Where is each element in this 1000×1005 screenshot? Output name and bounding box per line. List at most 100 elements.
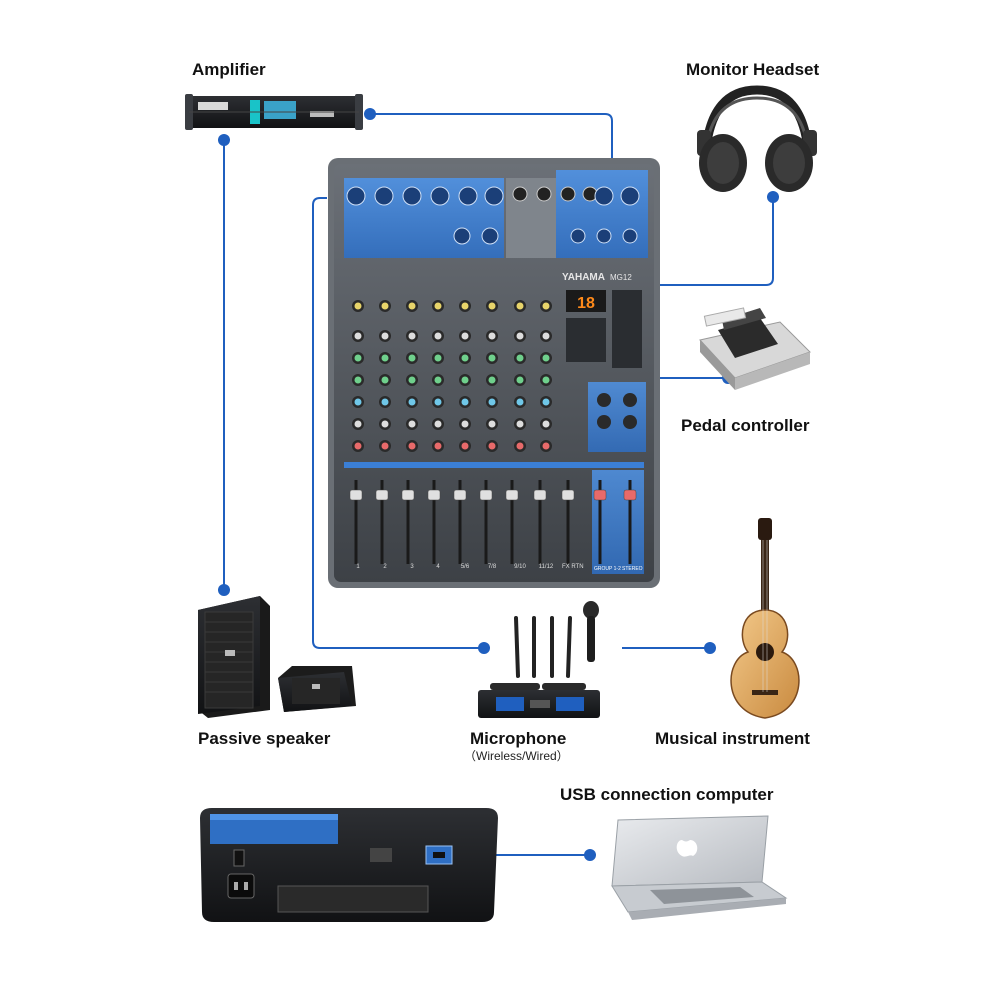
mixer-knob-cap [434,332,442,340]
mixer-knob-cap [488,354,496,362]
fader-cap [427,489,441,501]
mixer-knob-cap [516,354,524,362]
input-jack [596,228,612,244]
headphones-icon [697,85,817,192]
mixer-knob-cap [354,420,362,428]
mixer-knob-cap [381,398,389,406]
dot-headset [767,191,779,203]
mixer-knob-cap [381,420,389,428]
mixer-knob-cap [354,332,362,340]
mixer-knob-cap [408,302,416,310]
fader-track [628,480,632,564]
fader-cap [479,489,493,501]
dot-amplifier-right [364,108,376,120]
input-jack [622,228,638,244]
power-socket [227,873,255,899]
mixer-knob-cap [381,302,389,310]
mixer-knob-cap [434,354,442,362]
fader-track [598,480,602,564]
label-passive-speaker: Passive speaker [198,729,331,748]
fader-track [406,480,410,564]
mixer-knob [597,393,611,407]
input-jack [594,186,614,206]
mixer-knob-cap [542,332,550,340]
mixer-knob-cap [354,354,362,362]
mixer-knob-cap [408,332,416,340]
fader-track [380,480,384,564]
label-usb-connection: USB connection computer [560,785,774,804]
dot-microphone [478,642,490,654]
mixer-knob-cap [408,376,416,384]
input-jack [374,186,394,206]
mixer-knob-cap [488,302,496,310]
laptop-icon [611,815,788,920]
channel-number: 2 [383,564,387,570]
mixer-knob-cap [381,442,389,450]
mixer-knob-cap [488,332,496,340]
mixer-knob-cap [516,420,524,428]
label-amplifier: Amplifier [192,60,266,79]
label-pedal-controller: Pedal controller [681,416,810,435]
fader-cap [453,489,467,501]
channel-number: 4 [436,564,440,570]
mixer-knob-cap [488,442,496,450]
mixer-display-value: 18 [577,295,595,312]
fader-track [510,480,514,564]
fader-cap [401,489,415,501]
mixer-knob-cap [434,442,442,450]
mixer-display [566,290,606,312]
mixer-knob-cap [381,332,389,340]
mixer-knob-cap [434,420,442,428]
mixer-knob-cap [461,354,469,362]
line-mixer-to-microphone [312,197,484,649]
input-jack [402,186,422,206]
dot-amplifier-bottom [218,134,230,146]
fader-track [538,480,542,564]
input-jack [536,186,552,202]
mixer-knob-cap [354,442,362,450]
mixer-knob-cap [542,376,550,384]
amplifier-icon [185,94,363,130]
mixer-knob-cap [542,420,550,428]
mixer-knob-cap [488,398,496,406]
line-headset-to-mixer [590,197,774,286]
mixer-input-jacks [346,186,640,245]
mixer-knob-cap [461,376,469,384]
mixer-knob-cap [488,376,496,384]
mixer-knob-cap [516,376,524,384]
mixer-knob-cap [516,442,524,450]
mixer-knob-cap [354,376,362,384]
label-microphone-sub: （Wireless/Wired） [464,749,569,763]
mixer-faders [349,480,637,564]
mixer-brand: YAHAMA [562,272,605,283]
input-jack [560,186,576,202]
line-amplifier-to-mixer [370,113,613,175]
channel-number: 5/6 [461,564,470,570]
pedal-icon [699,307,811,390]
mixer-knob-cap [408,398,416,406]
mixer-knob-cap [408,420,416,428]
mixer-input-panel [344,178,504,258]
fader-cap [533,489,547,501]
mixer-knob-cap [434,376,442,384]
fader-track [484,480,488,564]
mixer-knob-cap [516,398,524,406]
mixer-model: MG12 [610,273,632,282]
fader-cap [375,489,389,501]
fader-track [566,480,570,564]
label-microphone: Microphone [470,729,567,748]
label-musical-instrument: Musical instrument [655,729,810,748]
mixer-knob-cap [542,398,550,406]
mixer-knob-cap [461,420,469,428]
mixer-knob-cap [461,398,469,406]
dot-computer [584,849,596,861]
mixer-knob-cap [408,442,416,450]
fader-cap [505,489,519,501]
input-jack [512,186,528,202]
mixer-knob-cap [461,302,469,310]
mixer-knob-cap [408,354,416,362]
